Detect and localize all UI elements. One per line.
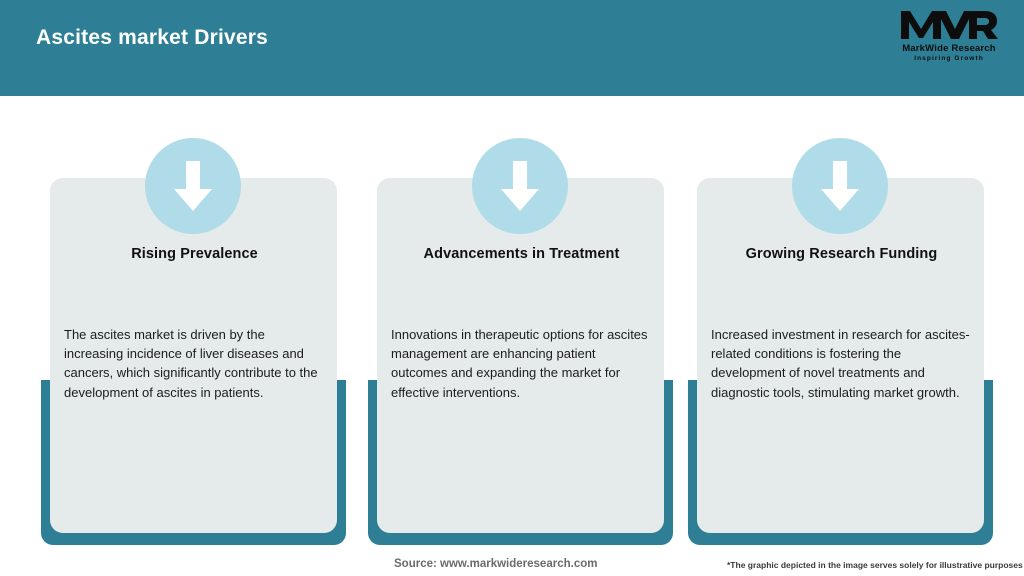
driver-card: Growing Research Funding Increased inves…: [688, 96, 993, 545]
logo-tagline: Inspiring Growth: [914, 55, 984, 62]
card-title: Rising Prevalence: [131, 246, 258, 262]
arrow-down-icon: [145, 138, 241, 234]
driver-card: Advancements in Treatment Innovations in…: [368, 96, 673, 545]
footer-disclaimer: *The graphic depicted in the image serve…: [727, 560, 1023, 570]
mwr-logo-icon: [901, 11, 998, 39]
card-panel: [377, 178, 664, 533]
page-title: Ascites market Drivers: [36, 26, 269, 49]
card-panel: [50, 178, 337, 533]
logo-company-name: MarkWide Research: [902, 43, 996, 54]
arrow-down-icon: [472, 138, 568, 234]
card-title: Growing Research Funding: [745, 246, 938, 262]
card-body-text: Increased investment in research for asc…: [711, 327, 970, 400]
driver-card: Rising Prevalence The ascites market is …: [41, 96, 346, 545]
footer-source: Source: www.markwideresearch.com: [394, 558, 598, 570]
drivers-card-row: Rising Prevalence The ascites market is …: [0, 96, 1024, 545]
card-body-text: The ascites market is driven by the incr…: [64, 327, 318, 400]
page-header: Ascites market Drivers MarkWide Research…: [0, 0, 1024, 96]
card-title: Advancements in Treatment: [423, 246, 620, 262]
card-panel: [697, 178, 984, 533]
brand-logo: MarkWide Research Inspiring Growth: [890, 8, 1008, 70]
card-body-text: Innovations in therapeutic options for a…: [391, 327, 648, 400]
arrow-down-icon: [792, 138, 888, 234]
